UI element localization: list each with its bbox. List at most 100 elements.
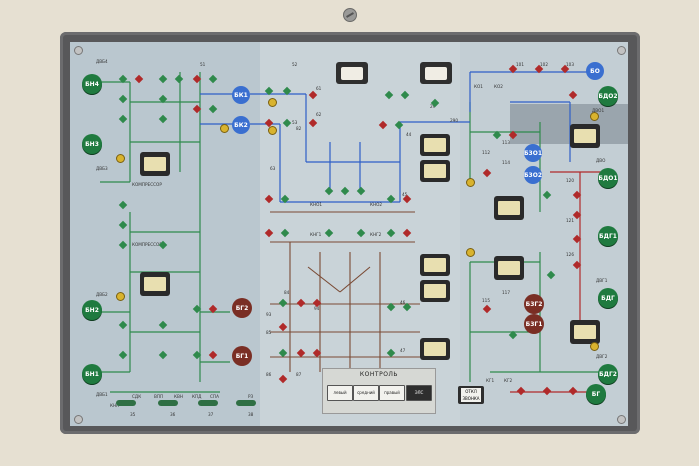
top-button-right[interactable] <box>420 62 452 84</box>
label-85: 85 <box>266 330 272 335</box>
label-45: 45 <box>402 192 408 197</box>
label-120: 120 <box>566 178 574 183</box>
label-36: 36 <box>170 412 176 417</box>
label-dvo1: ДВО1 <box>592 108 605 113</box>
lamp-bzo2-label: Б3О2 <box>523 171 543 179</box>
bottom-switch-37[interactable] <box>198 400 218 406</box>
indicator-window <box>424 138 446 152</box>
corner-screw-icon <box>617 46 626 55</box>
bottom-switch-38[interactable] <box>236 400 256 406</box>
label-52: 52 <box>292 62 298 67</box>
corner-screw-icon <box>617 415 626 424</box>
label-115: 115 <box>482 298 490 303</box>
test-pin-icon[interactable] <box>220 124 229 133</box>
lamp-bg-bottom-label: БГ <box>591 390 601 398</box>
indicator-mid-2 <box>420 160 450 182</box>
test-pin-icon[interactable] <box>590 342 599 351</box>
lamp-bn2-label: БН2 <box>85 306 99 314</box>
label-kno1: КНО1 <box>310 202 323 207</box>
lamp-bdo1: БДО1 <box>598 168 618 188</box>
key-els[interactable]: ЭЛС <box>406 385 432 401</box>
lamp-bzg2: Б3Г2 <box>524 294 544 314</box>
label-117: 117 <box>502 290 510 295</box>
label-62: 62 <box>316 112 322 117</box>
indicator-right-top <box>570 124 600 148</box>
label-121: 121 <box>566 218 574 223</box>
label-dvb4: ДВБ4 <box>96 59 108 64</box>
label-94: 94 <box>314 306 320 311</box>
indicator-window <box>144 277 166 291</box>
label-kg2: КГ2 <box>504 378 513 383</box>
top-button-window <box>425 66 447 80</box>
control-title: КОНТРОЛЬ <box>359 371 399 378</box>
top-screw-icon <box>343 8 357 22</box>
indicator-window <box>574 325 596 339</box>
otkl-zvonka-box[interactable]: ОТКЛ ЗВОНКА <box>458 386 484 404</box>
test-pin-icon[interactable] <box>268 126 277 135</box>
lamp-bn4-label: БН4 <box>85 80 99 88</box>
key-pravyi[interactable]: правый <box>379 385 405 401</box>
test-pin-icon[interactable] <box>116 292 125 301</box>
indicator-mid-4 <box>420 280 450 302</box>
panel-right-gray-strip <box>510 104 628 144</box>
indicator-right-bottom <box>570 320 600 344</box>
label-87: 87 <box>296 372 302 377</box>
lamp-bg1: БГ1 <box>232 346 252 366</box>
label-kng2: КНГ2 <box>370 232 382 237</box>
label-103: 103 <box>566 62 574 67</box>
bottom-switch-36[interactable] <box>158 400 178 406</box>
label-vpp: ВПП <box>154 394 164 399</box>
indicator-window <box>424 342 446 356</box>
test-pin-icon[interactable] <box>466 248 475 257</box>
lamp-bzo1: Б3О1 <box>524 144 542 162</box>
label-290: 290 <box>450 118 458 123</box>
label-63: 63 <box>270 166 276 171</box>
top-button-left[interactable] <box>336 62 368 84</box>
label-rz: РЗ <box>248 394 254 399</box>
otkl-zvonka-button[interactable]: ОТКЛ ЗВОНКА <box>461 388 481 402</box>
lamp-bn3: БН3 <box>82 134 102 154</box>
lamp-bk1-label: БК1 <box>234 91 248 99</box>
label-102: 102 <box>540 62 548 67</box>
lamp-bdo2-label: БДО2 <box>598 92 618 100</box>
lamp-bn2: БН2 <box>82 300 102 320</box>
label-51: 51 <box>200 62 206 67</box>
lamp-bk2-label: БК2 <box>234 121 248 129</box>
lamp-bo-label: БО <box>590 67 600 75</box>
lamp-bo: БО <box>586 62 604 80</box>
lamp-bdo2: БДО2 <box>598 86 618 106</box>
key-srednii[interactable]: средний <box>353 385 379 401</box>
label-37: 37 <box>208 412 214 417</box>
lamp-bzo1-label: Б3О1 <box>523 149 543 157</box>
label-dvb3: ДВБ3 <box>96 166 108 171</box>
control-box: КОНТРОЛЬ левый средний правый ЭЛС <box>322 368 436 414</box>
label-dvg2: ДВГ2 <box>596 354 608 359</box>
test-pin-icon[interactable] <box>466 178 475 187</box>
lamp-bk1: БК1 <box>232 86 250 104</box>
lamp-bzg2-label: Б3Г2 <box>525 300 543 308</box>
test-pin-icon[interactable] <box>116 154 125 163</box>
lamp-bn4: БН4 <box>82 74 102 94</box>
label-29: 29 <box>430 104 436 109</box>
label-dvb2: ДВБ2 <box>96 292 108 297</box>
indicator-window <box>574 129 596 143</box>
indicator-window <box>498 261 520 275</box>
label-35: 35 <box>130 412 136 417</box>
test-pin-icon[interactable] <box>268 98 277 107</box>
lamp-bdg-label: БДГ <box>601 294 615 302</box>
lamp-bzo2: Б3О2 <box>524 166 542 184</box>
indicator-window <box>424 284 446 298</box>
lamp-bdg2-label: БДГ2 <box>599 370 617 378</box>
label-kpd: КПД <box>192 394 202 399</box>
lamp-bdg1-upper-label: БДГ1 <box>599 232 617 240</box>
label-38: 38 <box>248 412 254 417</box>
lamp-bn1-label: БН1 <box>85 370 99 378</box>
key-levyi[interactable]: левый <box>327 385 353 401</box>
label-dvb1: ДВБ1 <box>96 392 108 397</box>
label-93: 93 <box>266 312 272 317</box>
bottom-switch-35[interactable] <box>116 400 136 406</box>
label-47: 47 <box>400 348 406 353</box>
indicator-window <box>424 164 446 178</box>
test-pin-icon[interactable] <box>590 112 599 121</box>
indicator-window <box>498 201 520 215</box>
